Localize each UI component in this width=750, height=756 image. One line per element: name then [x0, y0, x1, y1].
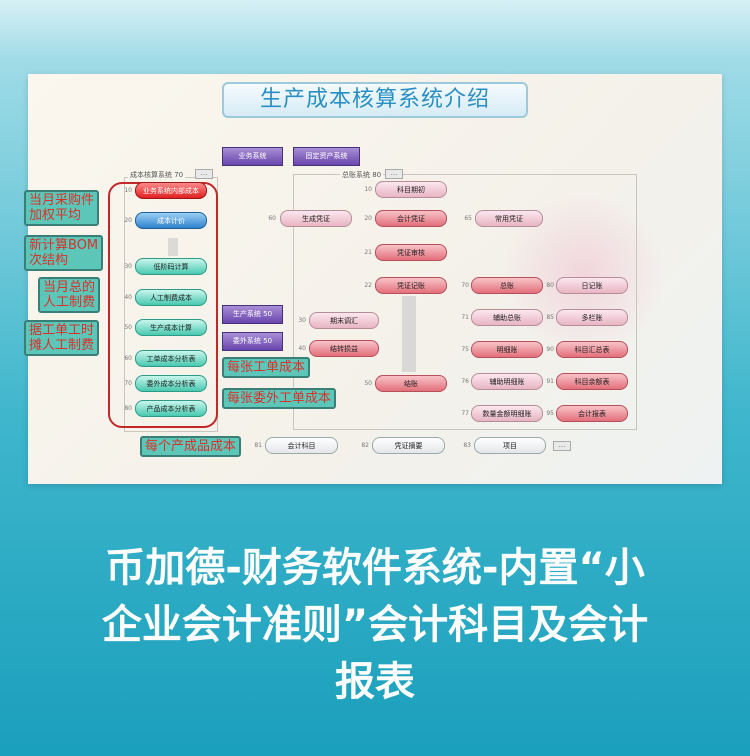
- caption-line: 企业会计准则”会计科目及会计: [101, 602, 649, 648]
- node-number: 40: [124, 294, 132, 301]
- business-system-box[interactable]: 业务系统: [222, 147, 283, 166]
- fixed-assets-box[interactable]: 固定资产系统: [293, 147, 360, 166]
- node-aux-detail[interactable]: 辅助明细账: [471, 373, 543, 390]
- caption-line: 币加德-财务软件系统-内置“小: [105, 545, 645, 591]
- node-number: 22: [364, 282, 372, 289]
- node-number: 30: [124, 263, 132, 270]
- node-number: 70: [461, 282, 469, 289]
- node-account-balance[interactable]: 科目余额表: [556, 373, 628, 390]
- node-number: 95: [546, 410, 554, 417]
- node-number: 50: [124, 324, 132, 331]
- outsourcing-system-box[interactable]: 委外系统 50: [222, 332, 283, 351]
- node-number: 40: [298, 345, 306, 352]
- flow-arrow: [168, 238, 178, 256]
- node-number: 21: [364, 249, 372, 256]
- node-number: 10: [124, 187, 132, 194]
- node-general-ledger[interactable]: 总账: [471, 277, 543, 294]
- product-caption: 币加德-财务软件系统-内置“小 企业会计准则”会计科目及会计 报表: [20, 540, 730, 711]
- node-business-cost[interactable]: 业务系统内部成本: [135, 182, 207, 199]
- node-accounts[interactable]: 会计科目: [265, 437, 338, 454]
- node-number: 90: [546, 346, 554, 353]
- callout-workorder-cost: 每张工单成本: [222, 357, 311, 378]
- node-number: 60: [268, 215, 276, 222]
- node-number: 75: [461, 346, 469, 353]
- node-number: 60: [124, 355, 132, 362]
- node-labor-overhead[interactable]: 人工制费成本: [135, 289, 207, 306]
- node-number: 80: [124, 405, 132, 412]
- node-cost-pricing[interactable]: 成本计价: [135, 212, 207, 229]
- node-product-report[interactable]: 产品成本分析表: [135, 400, 207, 417]
- node-close[interactable]: 结账: [375, 375, 447, 392]
- node-number: 20: [124, 217, 132, 224]
- gl-system-frame: [293, 174, 637, 430]
- caption-line: 报表: [335, 659, 415, 705]
- node-voucher-summary[interactable]: 凭证摘要: [372, 437, 445, 454]
- gl-system-label: 总账系统 80: [340, 170, 384, 180]
- callout-labor-total: 当月总的人工制费: [38, 277, 101, 313]
- cost-more-button[interactable]: ...: [195, 169, 213, 179]
- node-number: 83: [463, 442, 471, 449]
- node-number: 71: [461, 314, 469, 321]
- node-detail-ledger[interactable]: 明细账: [471, 341, 543, 358]
- node-outsource-report[interactable]: 委外成本分析表: [135, 375, 207, 392]
- node-number: 80: [546, 282, 554, 289]
- node-low-level-code[interactable]: 低阶码计算: [135, 258, 207, 275]
- cost-system-label: 成本核算系统 70: [128, 170, 186, 180]
- node-number: 30: [298, 317, 306, 324]
- node-number: 76: [461, 378, 469, 385]
- node-generate-voucher[interactable]: 生成凭证: [280, 210, 352, 227]
- callout-weighted-avg: 当月采购件加权平均: [24, 190, 100, 226]
- node-common-voucher[interactable]: 常用凭证: [475, 210, 543, 227]
- node-voucher-audit[interactable]: 凭证审核: [375, 244, 447, 261]
- flow-arrow: [402, 296, 416, 372]
- node-qty-amount-detail[interactable]: 数量金额明细账: [471, 405, 543, 422]
- node-projects[interactable]: 项目: [474, 437, 546, 454]
- node-voucher[interactable]: 会计凭证: [375, 210, 447, 227]
- node-number: 81: [254, 442, 262, 449]
- node-fx-adjust[interactable]: 期末调汇: [309, 312, 379, 329]
- node-number: 82: [361, 442, 369, 449]
- gl-more-button[interactable]: ...: [385, 169, 403, 179]
- node-workorder-report[interactable]: 工单成本分析表: [135, 350, 207, 367]
- node-number: 85: [546, 314, 554, 321]
- node-number: 70: [124, 380, 132, 387]
- node-opening-balance[interactable]: 科目期初: [375, 181, 447, 198]
- callout-labor-alloc: 据工单工时摊人工制费: [24, 320, 100, 356]
- node-number: 20: [364, 215, 372, 222]
- node-aux-ledger[interactable]: 辅助总账: [471, 309, 543, 326]
- node-number: 91: [546, 378, 554, 385]
- node-production-cost[interactable]: 生产成本计算: [135, 319, 207, 336]
- node-journal[interactable]: 日记账: [556, 277, 628, 294]
- callout-outsource-cost: 每张委外工单成本: [222, 388, 337, 409]
- callout-product-cost: 每个产成品成本: [140, 436, 242, 457]
- production-system-box[interactable]: 生产系统 50: [222, 305, 283, 324]
- node-voucher-posting[interactable]: 凭证记账: [375, 277, 447, 294]
- node-number: 65: [464, 215, 472, 222]
- diagram-title: 生产成本核算系统介绍: [222, 82, 528, 118]
- node-multi-column[interactable]: 多栏账: [556, 309, 628, 326]
- node-account-summary[interactable]: 科目汇总表: [556, 341, 628, 358]
- node-number: 77: [461, 410, 469, 417]
- bottom-more-button[interactable]: ...: [553, 441, 571, 451]
- node-number: 50: [364, 380, 372, 387]
- node-number: 10: [364, 186, 372, 193]
- node-financial-reports[interactable]: 会计报表: [556, 405, 628, 422]
- node-profit-loss[interactable]: 结转损益: [309, 340, 379, 357]
